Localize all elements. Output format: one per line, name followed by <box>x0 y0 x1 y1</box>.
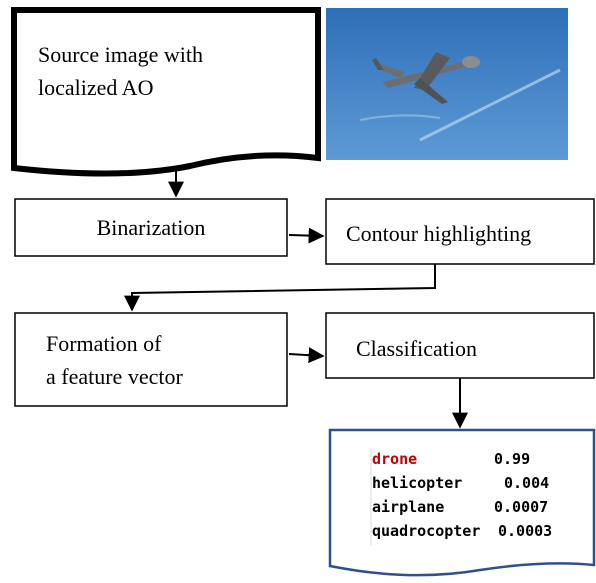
sky-background <box>326 8 568 160</box>
binarization-label: Binarization <box>97 215 206 240</box>
feature-node: Formation of a feature vector <box>14 312 288 407</box>
arrow-contour-to-feature <box>124 264 436 312</box>
binarization-node: Binarization <box>14 198 288 257</box>
result-label: helicopter <box>372 474 462 492</box>
result-label: quadrocopter <box>372 522 480 540</box>
drone-photo <box>326 8 568 160</box>
arrow-binarization-to-contour <box>288 227 325 244</box>
source-label-line2: localized AO <box>38 75 153 100</box>
cloud-wisp <box>359 114 441 121</box>
source-document-shape <box>11 7 321 177</box>
binarization-box <box>14 198 288 257</box>
feature-label-line2: a feature vector <box>46 364 183 389</box>
classification-label: Classification <box>356 336 477 361</box>
classification-box <box>325 312 595 379</box>
feature-label-line1: Formation of <box>46 331 162 356</box>
results-node: drone 0.99 helicopter 0.004 airplane 0.0007 qu… <box>328 428 596 577</box>
classification-node: Classification <box>325 312 595 379</box>
feature-box <box>14 312 288 407</box>
result-score: 0.0007 <box>494 498 548 516</box>
result-label: airplane <box>372 498 444 516</box>
result-label: drone <box>372 450 417 468</box>
result-score: 0.004 <box>504 474 549 492</box>
result-score: 0.99 <box>494 450 530 468</box>
results-document-shape <box>328 428 596 577</box>
contrail <box>419 68 561 142</box>
results-list: drone 0.99 helicopter 0.004 airplane 0.0007 qu… <box>372 450 552 540</box>
contour-box <box>325 198 595 265</box>
source-label-line1: Source image with <box>38 42 203 67</box>
contour-label: Contour highlighting <box>346 221 531 246</box>
source-image-node: Source image with localized AO <box>11 7 321 177</box>
contour-node: Contour highlighting <box>325 198 595 265</box>
arrow-feature-to-classification <box>288 347 325 364</box>
drone-icon <box>372 52 480 104</box>
result-score: 0.0003 <box>498 522 552 540</box>
